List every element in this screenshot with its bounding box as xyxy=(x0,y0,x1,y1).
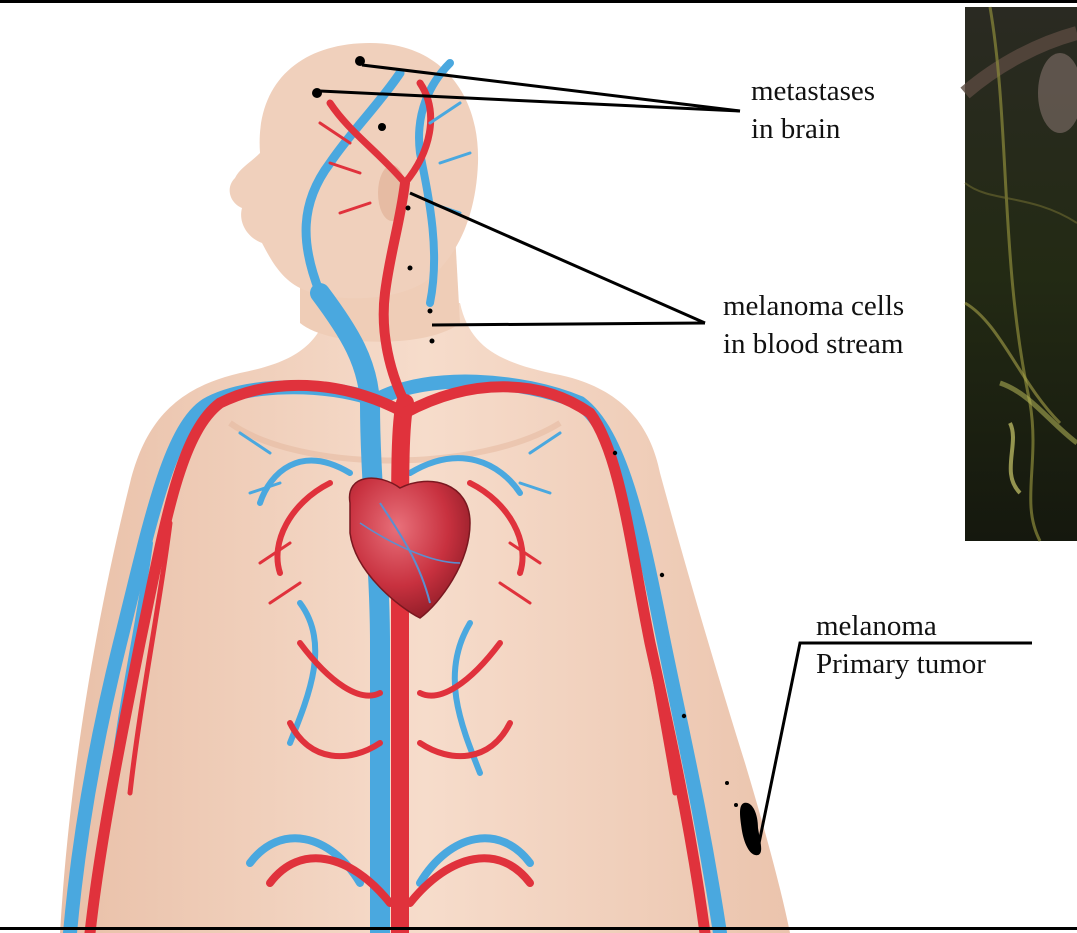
label-melanoma-cells-in-blood-stream: melanoma cells in blood stream xyxy=(723,287,904,363)
inset-micrograph xyxy=(965,7,1077,541)
label-tumor-line-1: melanoma xyxy=(816,607,986,645)
label-brain-line-1: metastases xyxy=(751,72,875,110)
label-metastases-in-brain: metastases in brain xyxy=(751,72,875,148)
label-melanoma-primary-tumor: melanoma Primary tumor xyxy=(816,607,986,683)
label-blood-line-2: in blood stream xyxy=(723,325,904,363)
label-tumor-line-2: Primary tumor xyxy=(816,645,986,683)
label-brain-line-2: in brain xyxy=(751,110,875,148)
circulatory-system-illustration xyxy=(0,3,1077,933)
label-blood-line-1: melanoma cells xyxy=(723,287,904,325)
